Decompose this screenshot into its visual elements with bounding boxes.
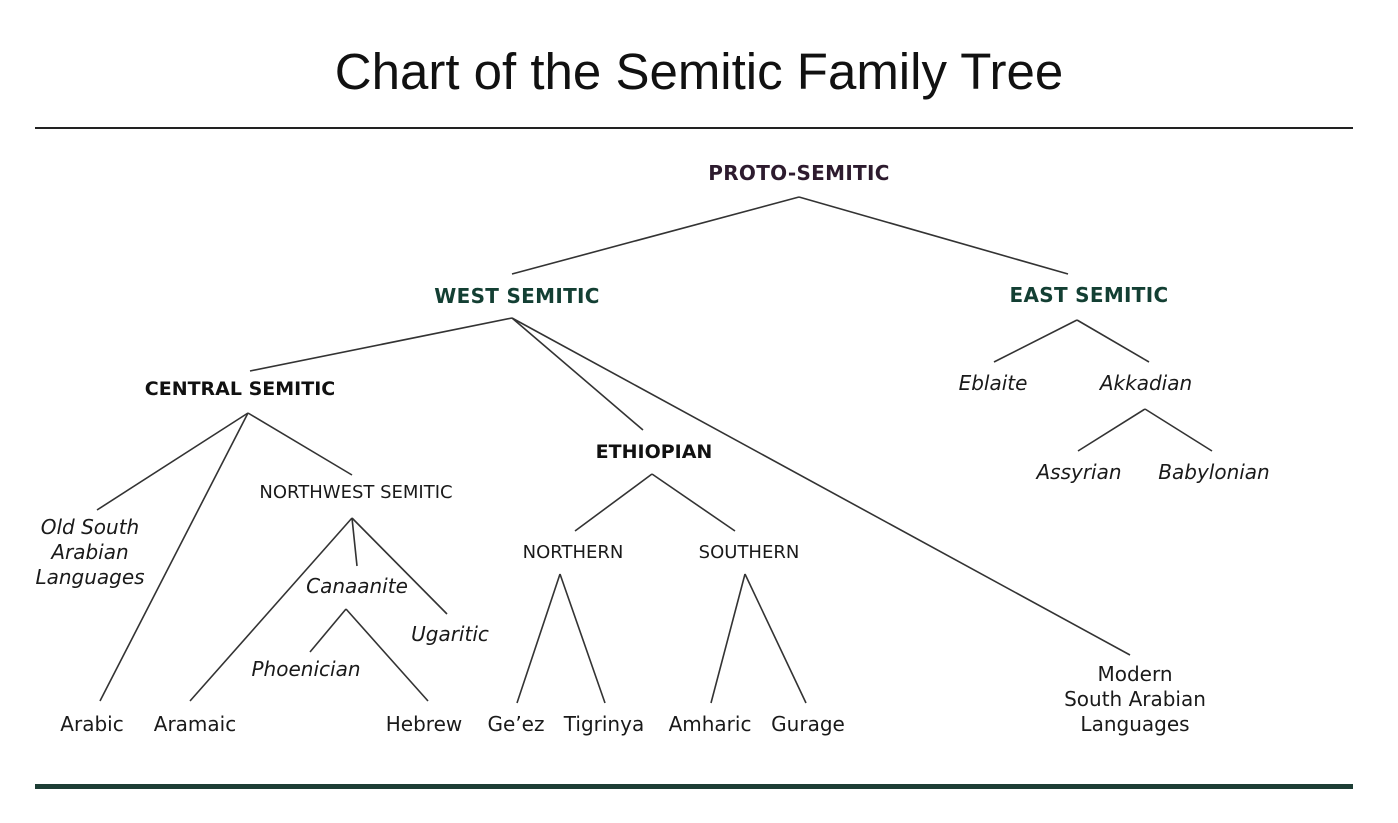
node-proto: PROTO-SEMITIC (708, 161, 890, 185)
node-msa: Modern South Arabian Languages (1064, 662, 1206, 736)
node-akkadian: Akkadian (1099, 371, 1193, 395)
edge-ethiopian-to-northern (574, 473, 653, 532)
node-osa: Old South Arabian Languages (35, 515, 145, 589)
node-nw: NORTHWEST SEMITIC (259, 482, 453, 503)
node-assyrian: Assyrian (1036, 460, 1122, 484)
edge-proto-to-west (511, 196, 800, 275)
edge-nw-to-aramaic (189, 517, 353, 702)
node-northern: NORTHERN (522, 542, 624, 563)
edge-akkadian-to-assyrian (1077, 408, 1146, 452)
edge-central-to-osa (96, 412, 249, 511)
edge-west-to-central (249, 317, 513, 372)
node-southern: SOUTHERN (698, 542, 800, 563)
node-tigrinya: Tigrinya (563, 712, 645, 736)
edge-nw-to-ugaritic (351, 517, 448, 615)
edge-central-to-arabic (99, 412, 249, 702)
node-amharic: Amharic (668, 712, 752, 736)
node-babylonian: Babylonian (1158, 460, 1270, 484)
node-canaanite: Canaanite (306, 574, 408, 598)
node-arabic: Arabic (60, 712, 124, 736)
page-title: Chart of the Semitic Family Tree (334, 43, 1064, 100)
node-phoenician: Phoenician (251, 657, 361, 681)
node-gurage: Gurage (771, 712, 845, 736)
bottom-divider (35, 784, 1353, 789)
edge-nw-to-canaanite (351, 517, 358, 567)
node-west: WEST SEMITIC (434, 284, 600, 308)
edge-canaanite-to-hebrew (345, 608, 429, 702)
node-aramaic: Aramaic (153, 712, 237, 736)
edge-east-to-akkadian (1076, 319, 1150, 363)
node-east: EAST SEMITIC (1009, 283, 1169, 307)
edge-central-to-nw (247, 412, 353, 476)
edge-southern-to-amharic (710, 573, 746, 704)
edge-akkadian-to-babylonian (1144, 408, 1213, 452)
edge-northern-to-tigrinya (559, 573, 606, 704)
edge-east-to-eblaite (993, 319, 1078, 363)
node-eblaite: Eblaite (958, 371, 1028, 395)
edge-canaanite-to-phoenician (309, 608, 347, 653)
edge-west-to-msa (511, 317, 1131, 656)
edge-southern-to-gurage (744, 573, 807, 704)
node-geez: Ge’ez (487, 712, 545, 736)
node-hebrew: Hebrew (385, 712, 463, 736)
edge-northern-to-geez (516, 573, 561, 704)
node-ugaritic: Ugaritic (411, 622, 489, 646)
node-central: CENTRAL SEMITIC (144, 378, 336, 400)
top-divider (35, 127, 1353, 129)
edge-west-to-ethiopian (511, 317, 644, 431)
node-ethiopian: ETHIOPIAN (595, 441, 713, 463)
edge-ethiopian-to-southern (651, 473, 736, 532)
edge-proto-to-east (798, 196, 1069, 275)
